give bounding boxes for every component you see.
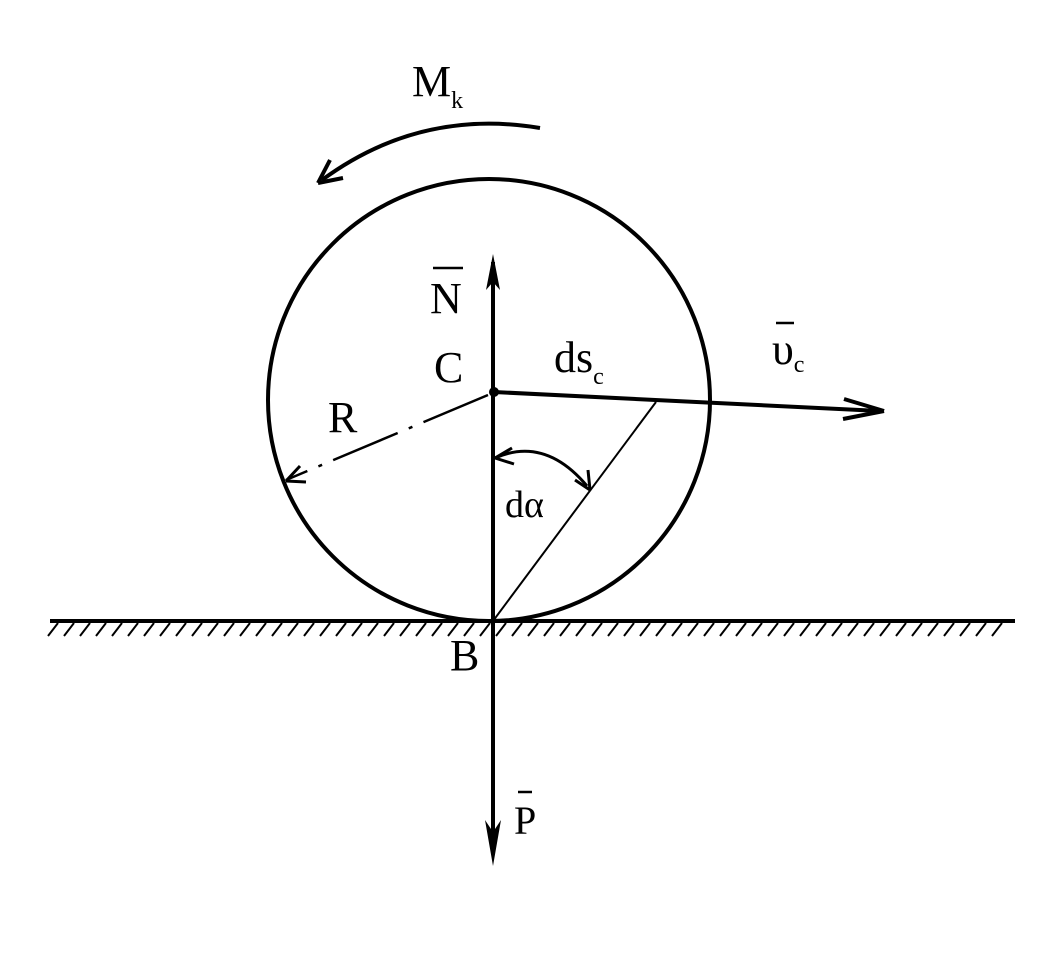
weight-arrowhead [485,820,501,866]
torque-arc [320,121,541,182]
hatch-mark [671,622,683,637]
hatch-mark [831,622,843,637]
hatch-mark [367,622,379,637]
hatch-mark [815,622,827,637]
hatch-mark [63,622,75,637]
hatch-mark [111,622,123,637]
ground-hatching [47,622,1003,637]
velocity-arrowhead [842,397,885,421]
hatch-mark [639,622,651,637]
hatch-mark [543,622,555,637]
angle-arc-arrowhead-left [494,446,515,466]
hatch-mark [623,622,635,637]
hatch-mark [47,622,59,637]
hatch-mark [687,622,699,637]
hatch-mark [463,622,475,637]
hatch-mark [207,622,219,637]
hatch-mark [159,622,171,637]
hatch-mark [879,622,891,637]
hatch-mark [223,622,235,637]
normal-force-arrowhead [486,254,500,290]
hatch-mark [303,622,315,637]
svg-text:P: P [514,798,536,843]
hatch-mark [495,622,507,637]
hatch-mark [767,622,779,637]
hatch-mark [751,622,763,637]
hatch-mark [479,622,491,637]
hatch-mark [703,622,715,637]
hatch-mark [335,622,347,637]
svg-text:υc: υc [772,325,804,378]
hatch-mark [911,622,923,637]
normal-force-label: N [430,266,463,323]
hatch-mark [511,622,523,637]
hatch-mark [255,622,267,637]
displacement-label: dsc [554,333,604,390]
hatch-mark [431,622,443,637]
hatch-mark [607,622,619,637]
hatch-mark [127,622,139,637]
hatch-mark [319,622,331,637]
contact-point-label: B [450,631,479,680]
radius-label: R [328,393,358,442]
hatch-mark [239,622,251,637]
hatch-mark [719,622,731,637]
hatch-mark [351,622,363,637]
angle-arc-arrowhead-right [574,469,592,492]
hatch-mark [143,622,155,637]
hatch-mark [959,622,971,637]
ground [47,619,1015,637]
hatch-mark [783,622,795,637]
hatch-mark [399,622,411,637]
hatch-mark [655,622,667,637]
hatch-mark [383,622,395,637]
velocity-label: υc [772,321,804,378]
hatch-mark [287,622,299,637]
hatch-mark [847,622,859,637]
hatch-mark [863,622,875,637]
svg-text:N: N [430,274,462,323]
hatch-mark [991,622,1003,637]
hatch-mark [895,622,907,637]
center-label: C [434,343,463,392]
hatch-mark [975,622,987,637]
hatch-mark [943,622,955,637]
hatch-mark [415,622,427,637]
radius-line [285,393,489,482]
angle-arc [494,449,589,487]
hatch-mark [735,622,747,637]
hatch-mark [559,622,571,637]
angle-label: dα [505,484,544,526]
hatch-mark [79,622,91,637]
hatch-mark [191,622,203,637]
hatch-mark [799,622,811,637]
moment-label: Mk [412,57,463,114]
torque-arrowhead [316,159,344,185]
radius-arrowhead [284,464,307,484]
weight-label: P [514,790,536,843]
wheel-circle [266,177,712,623]
rotation-chord [492,401,657,622]
hatch-mark [175,622,187,637]
hatch-mark [527,622,539,637]
hatch-mark [927,622,939,637]
hatch-mark [591,622,603,637]
velocity-vector-line [493,390,881,413]
hatch-mark [271,622,283,637]
hatch-mark [95,622,107,637]
hatch-mark [447,622,459,637]
hatch-mark [575,622,587,637]
